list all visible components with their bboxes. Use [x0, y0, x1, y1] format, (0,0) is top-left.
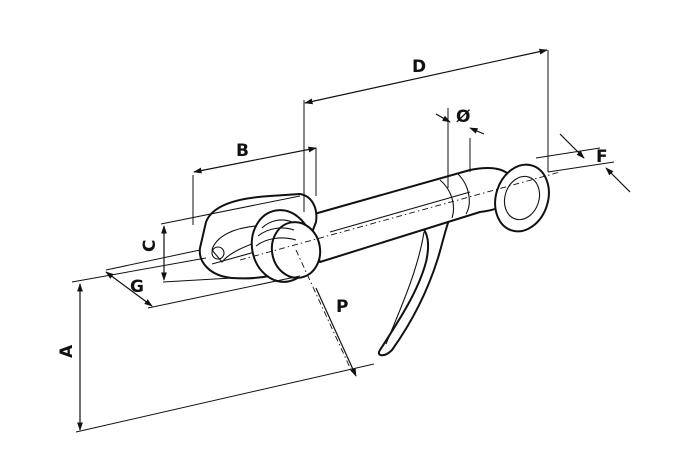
dim-line-f-inner	[559, 133, 585, 159]
label-c: C	[140, 240, 160, 252]
label-d: D	[412, 57, 426, 77]
dim-line-p	[315, 287, 357, 377]
label-a: A	[57, 344, 77, 358]
dim-line-d	[304, 48, 548, 105]
label-diameter: Ø	[456, 107, 470, 127]
center-lines	[239, 171, 561, 373]
label-f: F	[596, 147, 608, 167]
handle-shaft	[299, 167, 519, 263]
handle-part	[198, 163, 550, 357]
dim-line-diameter-2	[469, 127, 485, 135]
dimension-lines	[77, 48, 631, 431]
dim-line-g	[105, 271, 153, 307]
label-b: B	[236, 141, 249, 161]
dim-line-b	[193, 146, 317, 174]
dim-line-diameter	[435, 113, 451, 123]
lever-arm	[378, 211, 453, 357]
dim-line-f	[605, 167, 631, 193]
label-g: G	[130, 277, 144, 297]
label-p: P	[336, 297, 348, 317]
dimension-labels: D Ø B F C G P A	[57, 57, 608, 358]
